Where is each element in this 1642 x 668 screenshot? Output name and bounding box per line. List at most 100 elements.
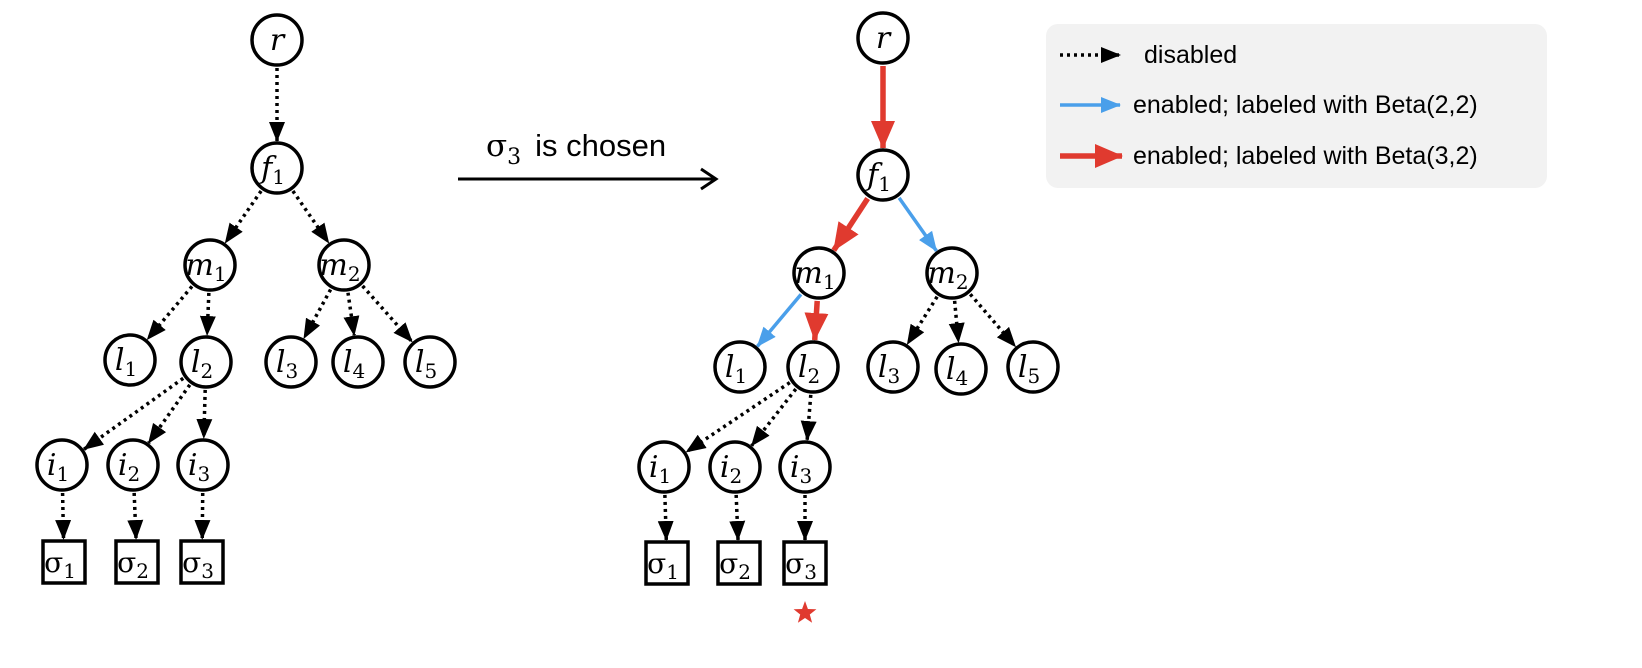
node-i1-circle [637,440,691,494]
node-s1: σ1 [644,540,690,586]
node-l3-circle [866,340,920,394]
transition-arrow-head [700,167,719,191]
node-i3: i3 [176,438,230,492]
node-l5: l5 [403,335,457,389]
node-l1-label: l1 [725,350,747,388]
node-s3-label: σ3 [182,546,214,583]
edge-l2-i2-disabled [750,388,798,447]
node-s1-box [644,540,690,586]
node-l1-label: l1 [115,343,137,381]
node-s3: σ3 [782,540,828,586]
node-m1-circle [183,238,237,292]
edge-m1-l1-disabled [146,285,194,341]
node-f1-circle [856,148,910,202]
edge-l2-i3-disabled [196,389,213,440]
node-r: r [250,13,304,67]
edge-f1-m2-beta22 [897,196,938,252]
edge-i2-s2-disabled [729,494,746,542]
node-m2: m2 [925,246,979,300]
node-s2-label: σ2 [117,546,149,583]
node-i2: i2 [708,440,762,494]
node-l5-circle [1006,340,1060,394]
edge-m1-l2-beta32 [804,300,829,342]
chosen-star-icon [793,601,817,623]
node-l5-circle [403,335,457,389]
node-s3: σ3 [179,539,225,585]
node-s2-box [114,539,160,585]
edge-i2-s2-disabled [127,492,144,541]
node-l3-label: l3 [276,345,298,383]
node-l3: l3 [264,335,318,389]
edge-m2-l4-disabled [948,300,965,344]
edge-m2-l3-disabled [905,295,939,346]
node-m2-label: m2 [927,256,968,294]
node-i1: i1 [637,440,691,494]
node-s2-label: σ2 [719,547,751,584]
node-l3: l3 [866,340,920,394]
edge-m1-l2-disabled [199,292,216,337]
legend-beta22-label: enabled; labeled with Beta(2,2) [1133,91,1478,119]
node-i3-label: i3 [790,450,812,488]
node-l4-label: l4 [343,345,365,383]
node-l3-circle [264,335,318,389]
node-m1-label: m1 [185,248,226,286]
node-s3-label: σ3 [785,547,817,584]
edge-f1-m2-disabled [291,190,331,244]
node-s1: σ1 [41,539,87,585]
node-l5: l5 [1006,340,1060,394]
node-l2-circle [179,335,233,389]
node-r-label: r [270,23,286,58]
node-l1: l1 [713,340,767,394]
edge-m2-l4-disabled [343,292,360,337]
node-r-circle [856,11,910,65]
node-s3-box [782,540,828,586]
node-i2-label: i2 [720,450,742,488]
node-f1: f1 [250,141,304,195]
node-l2-circle [786,340,840,394]
node-l2: l2 [786,340,840,394]
edge-f1-m1-disabled [223,190,263,244]
node-l4: l4 [331,335,385,389]
node-l3-label: l3 [878,350,900,388]
node-s2-box [716,540,762,586]
node-s1-box [41,539,87,585]
node-l1-circle [713,340,767,394]
node-l4-label: l4 [946,352,968,390]
edge-l2-i3-disabled [800,394,817,442]
node-l2-label: l2 [798,350,820,388]
node-l1-circle [103,333,157,387]
node-r-label: r [876,21,892,56]
node-l1: l1 [103,333,157,387]
node-m1-label: m1 [794,256,835,294]
legend-beta32-label: enabled; labeled with Beta(3,2) [1133,142,1478,170]
edge-f1-m1-beta32 [831,196,870,252]
node-l2: l2 [179,335,233,389]
node-m1-circle [792,246,846,300]
node-i3: i3 [778,440,832,494]
legend: disabled enabled; labeled with Beta(2,2)… [1046,24,1547,188]
node-m2-circle [317,238,371,292]
node-r-circle [250,13,304,67]
node-s1-label: σ1 [647,547,679,584]
node-l5-label: l5 [415,345,437,383]
node-f1-circle [250,141,304,195]
legend-disabled-label: disabled [1144,41,1237,69]
node-s3-box [179,539,225,585]
node-i2-circle [708,440,762,494]
node-i1-label: i1 [47,448,69,486]
node-r: r [856,11,910,65]
edge-i1-s1-disabled [657,494,674,542]
edge-m1-l1-beta22 [756,293,803,348]
node-i1-circle [35,438,89,492]
node-i1: i1 [35,438,89,492]
node-s1-label: σ1 [44,546,76,583]
node-m2: m2 [317,238,371,292]
tree-before: r f1 m1 m2 l1 l2 l3 l4 l5 i1 i2 i3 σ1 σ2 σ3 [35,13,457,585]
node-l5-label: l5 [1018,350,1040,388]
node-i2: i2 [106,438,160,492]
node-i3-label: i3 [188,448,210,486]
node-m1: m1 [183,238,237,292]
